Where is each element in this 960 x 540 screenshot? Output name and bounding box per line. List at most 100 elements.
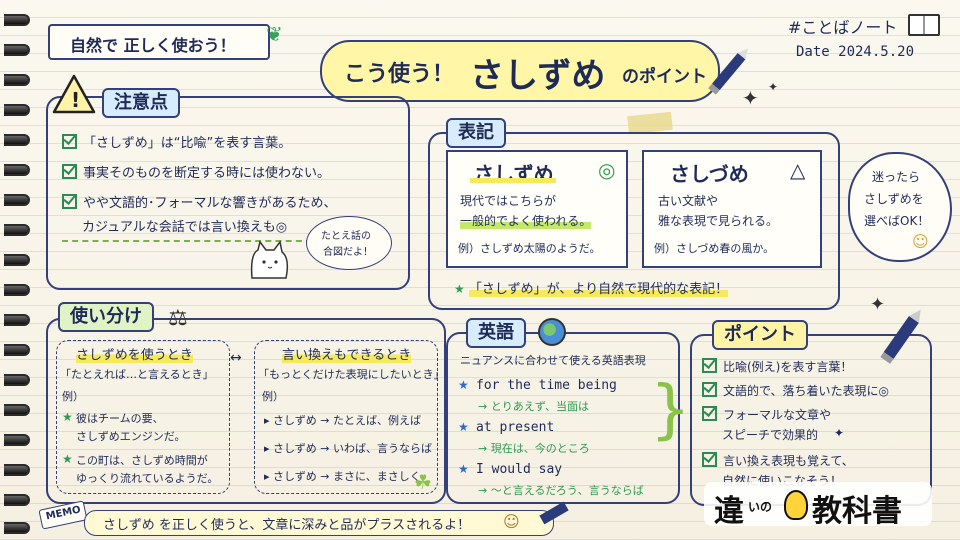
card-sashizume-alt: さしづめ △ 古い文献や 雅な表現で見られる。 例）さしづめ春の風か。 — [642, 150, 822, 268]
usage-left-ex2-line2: ゆっくり流れているようだ。 — [76, 472, 219, 485]
memo-tag: MEMO — [38, 500, 88, 530]
english-item-1-ja: → とりあえず、当面は — [478, 400, 589, 413]
usage-left-phrase: 「たとえれば…と言えるとき」 — [60, 368, 214, 381]
cloud-bubble: 迷ったら さしずめを 選べばOK！ ☺ — [848, 152, 952, 262]
cat-illustration — [246, 240, 292, 280]
usage-box — [46, 318, 446, 504]
pencil-icon — [539, 501, 569, 525]
cloud-line-2: さしずめを — [864, 192, 924, 206]
star-icon: ★ — [458, 420, 469, 434]
date-label: Date 2024.5.20 — [796, 44, 915, 60]
usage-right-phrase: 「もっとくだけた表現にしたいとき」 — [258, 368, 445, 381]
sparkle-small-icon: ✦ — [768, 80, 779, 94]
check-icon — [702, 406, 717, 421]
pen-icon — [708, 48, 748, 95]
card-2-title: さしづめ — [670, 162, 749, 186]
english-item-3-en: I would say — [476, 462, 563, 477]
point-item-2: 文語的で、落ち着いた表現に◎ — [702, 382, 889, 399]
header-tag-text: 自然で 正しく使おう！ — [70, 36, 236, 55]
tape-decoration — [627, 111, 673, 135]
star-icon: ★ — [458, 462, 469, 476]
usage-heading: 使い分け — [58, 302, 154, 332]
caution-item-3: やや文語的･フォーマルな響きがあるため、 — [62, 192, 337, 211]
header-tag: 自然で 正しく使おう！ — [48, 24, 270, 60]
spiral-binding — [0, 0, 30, 540]
english-heading: 英語 — [466, 318, 526, 348]
memo-text: さしずめ を正しく使うと、文章に深みと品がプラスされるよ！ — [103, 518, 471, 533]
lightbulb-icon — [784, 490, 808, 520]
points-heading: ポイント — [712, 320, 808, 350]
memo-strip: さしずめ を正しく使うと、文章に深みと品がプラスされるよ！ ☺ — [84, 510, 554, 536]
notebook-label: #ことばノート — [788, 18, 898, 37]
check-icon — [62, 134, 77, 149]
star-icon: ★ — [454, 282, 465, 296]
title-underline-1 — [470, 178, 556, 183]
notation-summary: ★ 「さしずめ」が、より自然で現代的な表記！ — [454, 282, 729, 297]
usage-left-example-label: 例） — [62, 390, 84, 403]
check-icon — [702, 358, 717, 373]
sparkle-icon: ✦ — [742, 86, 759, 110]
sparkle-icon: ✦ — [870, 294, 886, 315]
notation-heading: 表記 — [446, 118, 506, 148]
cloud-line-3: 選べばOK！ — [864, 214, 930, 228]
english-item-3-ja: → ～と言えるだろう、言うならば — [478, 484, 644, 497]
globe-icon — [538, 318, 566, 346]
usage-left-ex1-line1: 彼はチームの要、 — [76, 412, 164, 425]
cloud-line-1: 迷ったら — [872, 170, 921, 184]
check-icon — [702, 382, 717, 397]
logo-char-2: いの — [748, 500, 773, 514]
card-2-example: 例）さしづめ春の風か。 — [654, 242, 775, 255]
title-main: さしずめ — [470, 56, 606, 96]
brand-logo: 違 いの 教科書 — [704, 482, 932, 529]
check-icon — [62, 194, 77, 209]
svg-text:!: ! — [71, 88, 80, 112]
usage-right-row-2: ▸ さしずめ → いわば、言うならば — [264, 442, 433, 455]
usage-right-example-label: 例） — [262, 390, 284, 403]
star-icon: ★ — [62, 452, 73, 466]
caution-box — [46, 96, 410, 290]
triangle-icon: △ — [790, 158, 806, 182]
usage-right-row-1: ▸ さしずめ → たとえば、例えば — [264, 414, 422, 427]
caution-heading: 注意点 — [102, 88, 180, 118]
sprout-icon: ❦ — [266, 22, 283, 46]
pen-icon — [880, 309, 921, 364]
memo-label: MEMO — [44, 504, 82, 523]
double-circle-icon: ◎ — [598, 158, 616, 182]
usage-left-ex1-line2: さしずめエンジンだ。 — [76, 430, 186, 443]
point-item-3-cont: スピーチで効果的 — [722, 428, 819, 442]
bidirectional-arrow-icon: ↔ — [230, 350, 242, 366]
card-1-example: 例）さしずめ太陽のようだ。 — [458, 242, 601, 255]
usage-left-panel — [56, 340, 230, 494]
usage-right-row-3: ▸ さしずめ → まさに、まさしく — [264, 470, 421, 483]
english-item-2-en: at present — [476, 420, 555, 435]
curly-brace: } — [650, 373, 691, 447]
sparkle-small-icon: ✦ — [834, 426, 845, 440]
point-item-4: 言い換え表現も覚えて、 — [702, 452, 854, 469]
english-subtitle: ニュアンスに合わせて使える英語表現 — [460, 354, 646, 367]
usage-right-panel — [254, 340, 438, 494]
caution-item-2: 事実そのものを断定する時には使わない。 — [62, 162, 330, 181]
clover-icon: ☘ — [414, 470, 432, 494]
usage-left-title: さしずめを使うとき — [76, 344, 193, 363]
title-suffix: のポイント — [622, 67, 707, 87]
warning-icon: ! — [52, 74, 96, 114]
title-prefix: こう使う！ — [344, 62, 455, 87]
star-icon: ★ — [458, 378, 469, 392]
logo-char-3: 教科書 — [812, 494, 902, 529]
bubble-line-2: 合図だよ！ — [323, 247, 373, 258]
english-item-1-en: for the time being — [476, 378, 617, 393]
title-banner: こう使う！ さしずめ のポイント — [320, 40, 720, 102]
english-item-2-ja: → 現在は、今のところ — [478, 442, 590, 455]
logo-char-1: 違 — [714, 494, 744, 529]
point-item-1: 比喩(例え)を表す言葉！ — [702, 358, 852, 375]
check-icon — [62, 164, 77, 179]
notation-box — [428, 132, 840, 310]
usage-right-title: 言い換えもできるとき — [282, 344, 412, 363]
card-1-line-2: 一般的でよく使われる。 — [460, 212, 592, 229]
point-item-3: フォーマルな文章や — [702, 406, 831, 423]
card-sashizume: さしずめ ◎ 現代ではこちらが 一般的でよく使われる。 例）さしずめ太陽のようだ… — [446, 150, 628, 268]
smile-icon: ☺ — [912, 232, 929, 251]
card-2-line-2: 雅な表現で見られる。 — [658, 214, 779, 228]
scale-icon: ⚖ — [168, 306, 188, 331]
